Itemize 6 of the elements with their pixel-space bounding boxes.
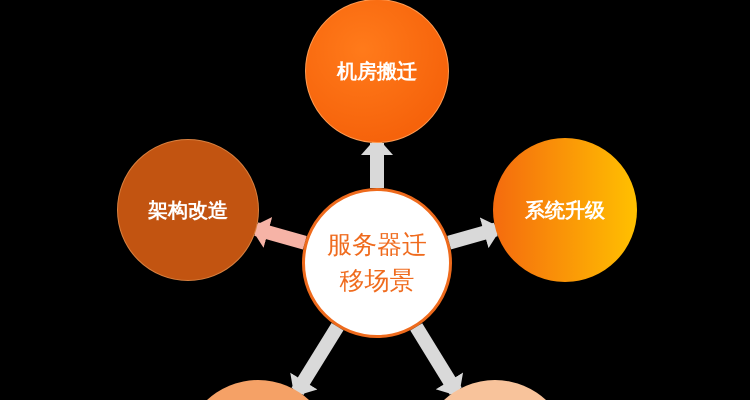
block-arrow bbox=[410, 323, 464, 396]
circle-label: 系统升级 bbox=[525, 196, 605, 224]
circle-label: 架构改造 bbox=[148, 196, 228, 224]
block-arrow bbox=[290, 323, 344, 396]
circle-label: 服务器迁移场景 bbox=[326, 228, 428, 297]
circle-label: 机房搬迁 bbox=[337, 58, 417, 84]
